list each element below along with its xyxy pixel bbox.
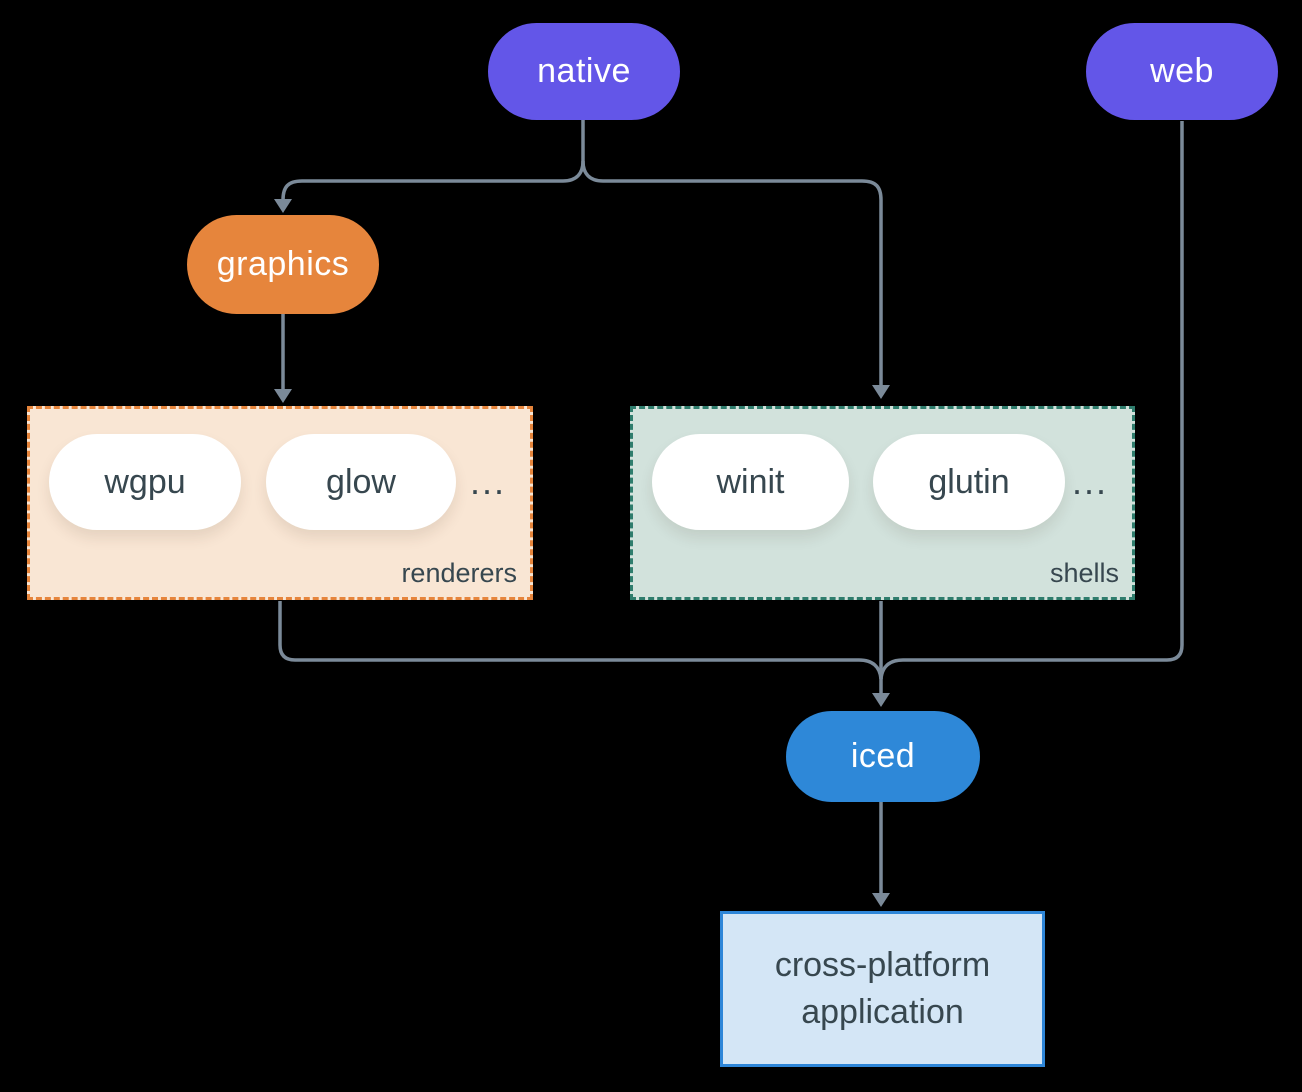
node-winit-label: winit — [716, 462, 785, 501]
shells-ellipsis: ... — [1071, 461, 1108, 502]
arrowhead-renderers — [274, 389, 292, 403]
group-renderers-label: renderers — [401, 558, 517, 588]
arrowhead-shells — [872, 385, 890, 399]
node-glutin-label: glutin — [928, 462, 1010, 501]
edge-native-shells — [581, 160, 883, 386]
node-iced-label: iced — [850, 737, 916, 775]
group-shells-label: shells — [1049, 558, 1119, 588]
arrowhead-iced — [872, 693, 890, 707]
node-winit: winit — [652, 434, 849, 530]
node-web-label: web — [1150, 52, 1214, 90]
edge-renderers-iced — [278, 601, 883, 680]
node-wgpu-label: wgpu — [104, 462, 186, 501]
renderers-ellipsis: ... — [469, 461, 506, 502]
node-graphics: graphics — [187, 215, 379, 314]
node-glow-label: glow — [326, 462, 396, 501]
group-shells: winit glutin ... shells — [630, 406, 1135, 600]
node-graphics-label: graphics — [216, 245, 350, 283]
node-web: web — [1086, 23, 1278, 120]
edge-web-iced — [879, 121, 1184, 680]
node-native: native — [488, 23, 680, 120]
group-renderers: wgpu glow ... renderers — [27, 406, 533, 600]
node-application-label-line1: cross-platform — [774, 946, 991, 984]
node-iced: iced — [786, 711, 980, 802]
node-application-label-line2: application — [801, 993, 964, 1031]
edge-native-graphics — [281, 119, 585, 201]
node-application: cross-platform application — [720, 911, 1045, 1067]
node-wgpu: wgpu — [49, 434, 241, 530]
node-native-label: native — [537, 52, 631, 90]
node-glutin: glutin — [873, 434, 1065, 530]
node-glow: glow — [266, 434, 456, 530]
arrowhead-graphics — [274, 199, 292, 213]
arrowhead-application — [872, 893, 890, 907]
